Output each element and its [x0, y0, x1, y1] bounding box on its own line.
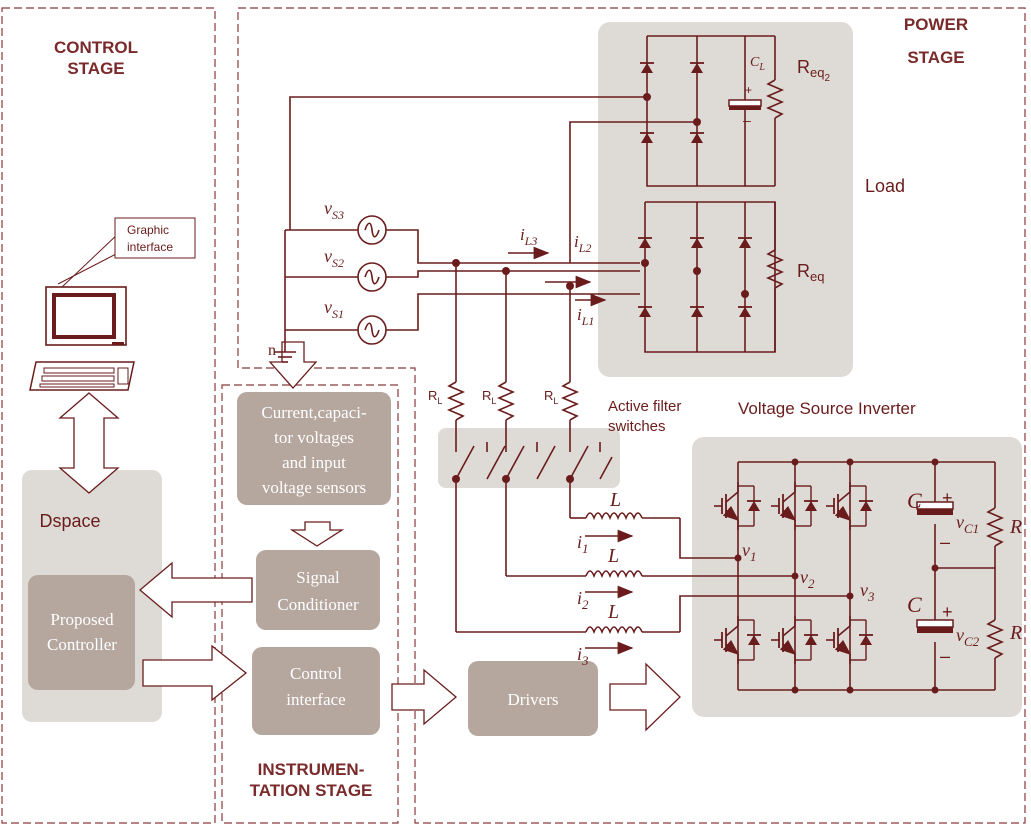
- il1-label: iL1: [577, 305, 594, 328]
- power-stage-title-2: STAGE: [907, 48, 964, 67]
- proposed-controller-block: [28, 575, 135, 690]
- drivers-block: [468, 661, 598, 736]
- source-wiring: [274, 96, 697, 363]
- active-filter-label-1: Active filter: [608, 398, 681, 415]
- vs2-label: vS2: [324, 246, 344, 270]
- cap2-minus: –: [940, 646, 950, 666]
- v3-label: v3: [860, 580, 875, 604]
- vc1-label: vC1: [956, 512, 979, 536]
- drivers-text: Drivers: [508, 690, 559, 709]
- dspace-label: Dspace: [39, 511, 100, 531]
- rl-branches: [446, 263, 580, 442]
- load-panel: [598, 22, 853, 377]
- vsi-panel: [692, 437, 1022, 717]
- rl-label-2: RL: [482, 388, 496, 406]
- sensors-signal-arrow: [289, 521, 345, 547]
- cl-minus: –: [743, 112, 751, 128]
- cap1-minus: –: [940, 532, 950, 552]
- sensors-text-2: tor voltages: [274, 428, 354, 447]
- cap2-plus: +: [942, 602, 953, 622]
- control-stage-title-1: CONTROL: [54, 38, 138, 57]
- control-stage-title-2: STAGE: [67, 59, 124, 78]
- signal-text-1: Signal: [296, 568, 340, 587]
- graphic-interface-callout: Graphic interface: [57, 217, 196, 288]
- vsi-junction-dots: [734, 458, 939, 694]
- res1-label: R: [1009, 516, 1022, 538]
- res2-label: R: [1009, 622, 1022, 644]
- power-stage-border: [237, 7, 1026, 824]
- v1-label: v1: [742, 540, 757, 564]
- controller-text-2: Controller: [47, 635, 117, 654]
- signal-to-controller-arrow: [138, 561, 253, 619]
- i2-label: i2: [577, 588, 589, 612]
- instrumentation-stage-title-1: INSTRUMEN-: [258, 760, 365, 779]
- vc2-label: vC2: [956, 625, 980, 649]
- to-sensors-arrow: [268, 341, 318, 389]
- filter-inductors: [456, 512, 850, 655]
- inductor-l1-label: L: [609, 489, 621, 511]
- sensors-block: [237, 392, 391, 505]
- cap1-plus: +: [942, 488, 953, 508]
- control-if-text-1: Control: [290, 664, 342, 683]
- drivers-to-vsi-arrow: [609, 662, 681, 732]
- cl-label: CL: [750, 55, 765, 73]
- req2-label: Req2: [797, 57, 830, 84]
- load-label: Load: [865, 176, 905, 196]
- control-interface-block: [252, 647, 380, 735]
- controller-to-interface-arrow: [142, 644, 248, 702]
- vs1-label: vS1: [324, 297, 344, 321]
- req-label: Req: [797, 261, 824, 284]
- computer-dspace-arrow: [58, 392, 120, 494]
- graphic-label-1: Graphic: [127, 223, 169, 237]
- il2-label: iL2: [574, 232, 591, 255]
- cap1-label: C: [907, 488, 922, 513]
- il3-label: iL3: [520, 225, 537, 248]
- source-vs1-icon: [357, 315, 387, 345]
- v2-label: v2: [800, 567, 815, 591]
- inductor-l2-label: L: [607, 545, 619, 567]
- active-filter-panel: [438, 428, 620, 488]
- control-stage-border: [1, 7, 216, 824]
- computer-icon: [29, 286, 135, 391]
- signal-text-2: Conditioner: [277, 595, 359, 614]
- interface-to-drivers-arrow: [391, 668, 458, 726]
- inductor-l3-label: L: [607, 601, 619, 623]
- active-filter-switches: [455, 442, 613, 632]
- sensors-text-1: Current,capaci-: [261, 403, 367, 422]
- active-filter-label-2: switches: [608, 418, 666, 435]
- cap2-label: C: [907, 592, 922, 617]
- signal-conditioner-block: [256, 550, 380, 630]
- i3-label: i3: [577, 644, 589, 668]
- i1-label: i1: [577, 532, 589, 556]
- rl-label-3: RL: [544, 388, 558, 406]
- rl-label-1: RL: [428, 388, 442, 406]
- vsi-title: Voltage Source Inverter: [738, 399, 916, 418]
- instrumentation-stage-border: [221, 384, 399, 824]
- sensors-text-3: and input: [282, 453, 346, 472]
- graphic-label-2: interface: [127, 240, 173, 254]
- controller-text-1: Proposed: [50, 610, 114, 629]
- three-phase-rectifier: [644, 201, 785, 353]
- vs3-label: vS3: [324, 198, 344, 222]
- cl-plus: +: [745, 83, 752, 97]
- power-stage-title-1: POWER: [904, 15, 968, 34]
- instrumentation-stage-title-2: TATION STAGE: [250, 781, 373, 800]
- source-vs2-icon: [357, 262, 387, 292]
- neutral-label: n: [268, 342, 276, 359]
- source-vs3-icon: [357, 215, 387, 245]
- sensors-text-4: voltage sensors: [262, 478, 366, 497]
- control-if-text-2: interface: [286, 690, 345, 709]
